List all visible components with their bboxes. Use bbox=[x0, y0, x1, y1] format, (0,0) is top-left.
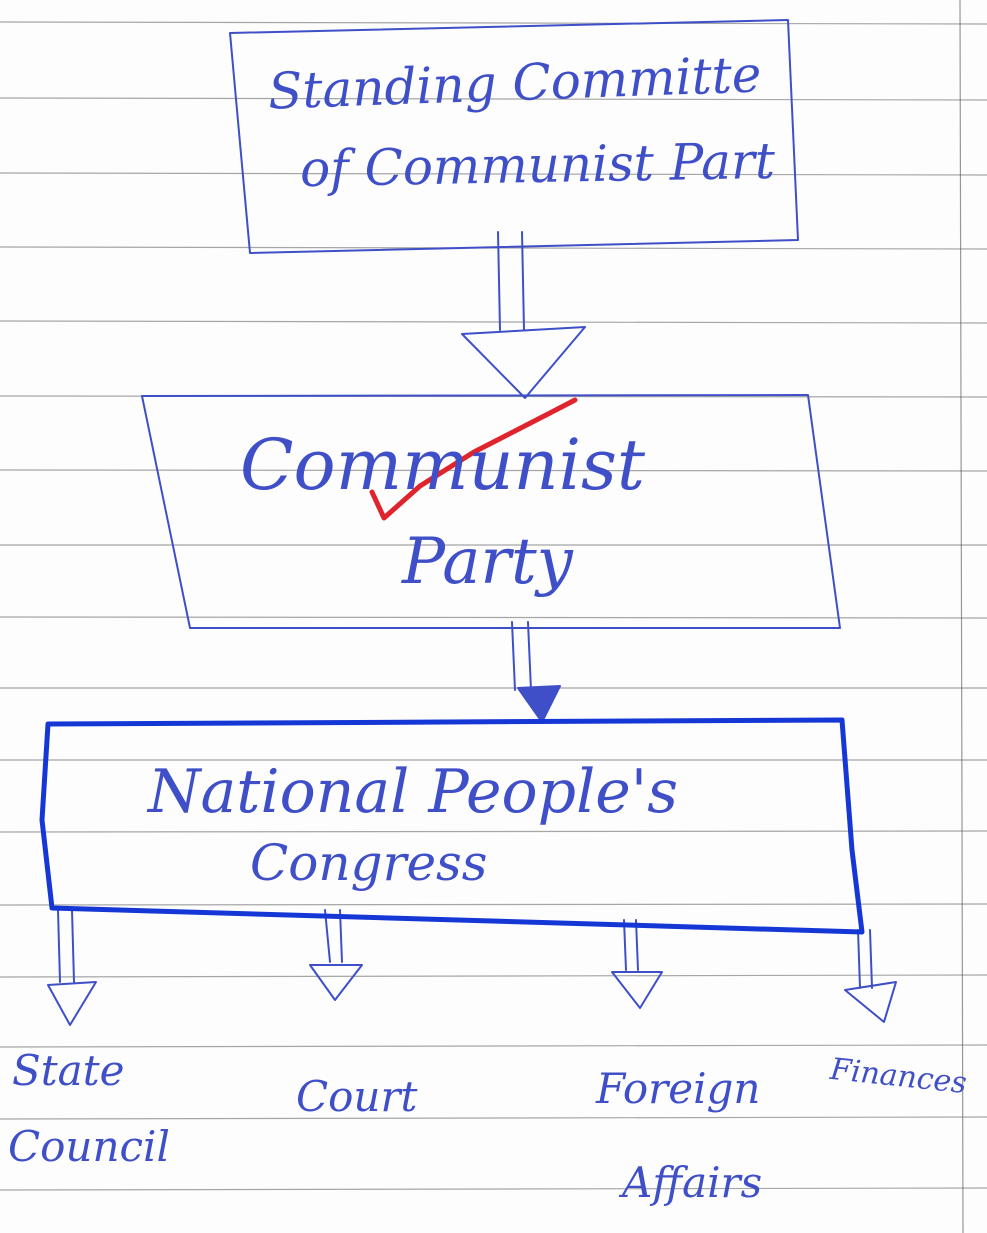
arrow-party-to-npc-shaft bbox=[511, 621, 532, 691]
communist-party-label-line1: Communist bbox=[240, 424, 646, 506]
foreign-affairs-label-line2: Affairs bbox=[622, 1158, 763, 1207]
correction-tick-mark bbox=[369, 397, 578, 521]
npc-label-line1: National People's bbox=[148, 757, 679, 827]
arrow-npc-to-court bbox=[309, 909, 363, 1001]
standing-committee-box bbox=[229, 19, 799, 254]
state-council-label-line1: State bbox=[12, 1046, 125, 1095]
state-council-label-line2: Council bbox=[8, 1122, 170, 1171]
communist-party-label-line2: Party bbox=[402, 525, 573, 599]
arrow-committee-to-party-head bbox=[461, 326, 586, 399]
court-label: Court bbox=[296, 1072, 418, 1121]
arrow-npc-to-state-council bbox=[47, 909, 97, 1026]
arrow-npc-to-foreign-affairs bbox=[611, 919, 663, 1009]
communist-party-box bbox=[141, 394, 841, 629]
arrow-party-to-npc-head bbox=[517, 685, 561, 723]
arrow-committee-to-party-shaft bbox=[497, 231, 525, 331]
standing-committee-label-line2: of Communist Part bbox=[299, 131, 776, 199]
foreign-affairs-label-line1: Foreign bbox=[596, 1064, 761, 1113]
npc-label-line2: Congress bbox=[250, 834, 488, 892]
npc-box bbox=[39, 717, 865, 935]
arrow-npc-to-finances bbox=[844, 929, 897, 1023]
